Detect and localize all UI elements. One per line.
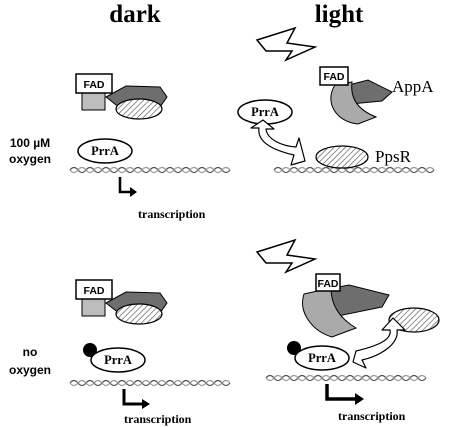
dna-strand xyxy=(273,166,435,174)
dna-strand xyxy=(265,374,427,382)
fad-label: FAD xyxy=(318,278,339,290)
lightning-icon xyxy=(255,238,318,274)
appa-body xyxy=(330,81,378,125)
fad-label: FAD xyxy=(84,79,105,91)
fad-label: FAD xyxy=(84,285,105,297)
transcription-arrowhead xyxy=(142,399,150,409)
fad-label: FAD xyxy=(324,71,345,83)
phosphate-dot xyxy=(83,343,97,357)
dna-strand xyxy=(69,166,231,174)
panel-light-no-oxygen: FAD PrrA transcription xyxy=(255,238,440,423)
ppsr-label: PpsR xyxy=(375,147,412,166)
release-curved-arrow xyxy=(250,119,306,166)
transcription-arrow xyxy=(118,177,130,194)
condition-anoxic-line2: oxygen xyxy=(9,363,51,377)
panel-dark-no-oxygen: FAD PrrA transcription xyxy=(69,279,231,426)
prra-protein xyxy=(77,138,133,164)
prra-protein xyxy=(90,347,146,373)
transcription-arrow xyxy=(325,384,356,401)
appa-label: AppA xyxy=(392,77,434,96)
prra-label: PrrA xyxy=(104,353,132,367)
prra-protein xyxy=(294,345,350,371)
fad-box: FAD xyxy=(319,66,349,86)
fad-box: FAD xyxy=(75,279,113,317)
transcription-arrowhead xyxy=(130,187,137,197)
release-curved-arrow xyxy=(352,317,406,369)
fad-box: FAD xyxy=(75,73,113,111)
ppsr-protein xyxy=(115,303,163,325)
header-light: light xyxy=(315,1,364,28)
transcription-arrow xyxy=(122,389,143,406)
panel-dark-oxygen: FAD PrrA transcription xyxy=(69,73,231,221)
condition-aerobic-line1: 100 µM xyxy=(10,136,50,150)
phosphate-dot xyxy=(287,341,301,355)
prra-label: PrrA xyxy=(91,144,119,158)
transcription-label: transcription xyxy=(124,412,192,426)
condition-aerobic-line2: oxygen xyxy=(9,152,51,166)
lightning-icon xyxy=(255,26,318,62)
header-dark: dark xyxy=(109,1,161,28)
transcription-label: transcription xyxy=(338,409,406,423)
transcription-arrowhead xyxy=(355,393,364,405)
ppsr-protein xyxy=(115,98,163,120)
condition-anoxic-line1: no xyxy=(23,345,38,359)
panel-light-oxygen: FAD AppA PrrA PpsR xyxy=(237,26,435,174)
appa-body xyxy=(302,287,358,338)
prra-label: PrrA xyxy=(308,351,336,365)
transcription-label: transcription xyxy=(138,207,206,221)
prra-label: PrrA xyxy=(251,105,279,119)
ppsr-protein xyxy=(315,145,369,169)
fad-box: FAD xyxy=(315,273,341,292)
dna-strand xyxy=(69,379,231,387)
